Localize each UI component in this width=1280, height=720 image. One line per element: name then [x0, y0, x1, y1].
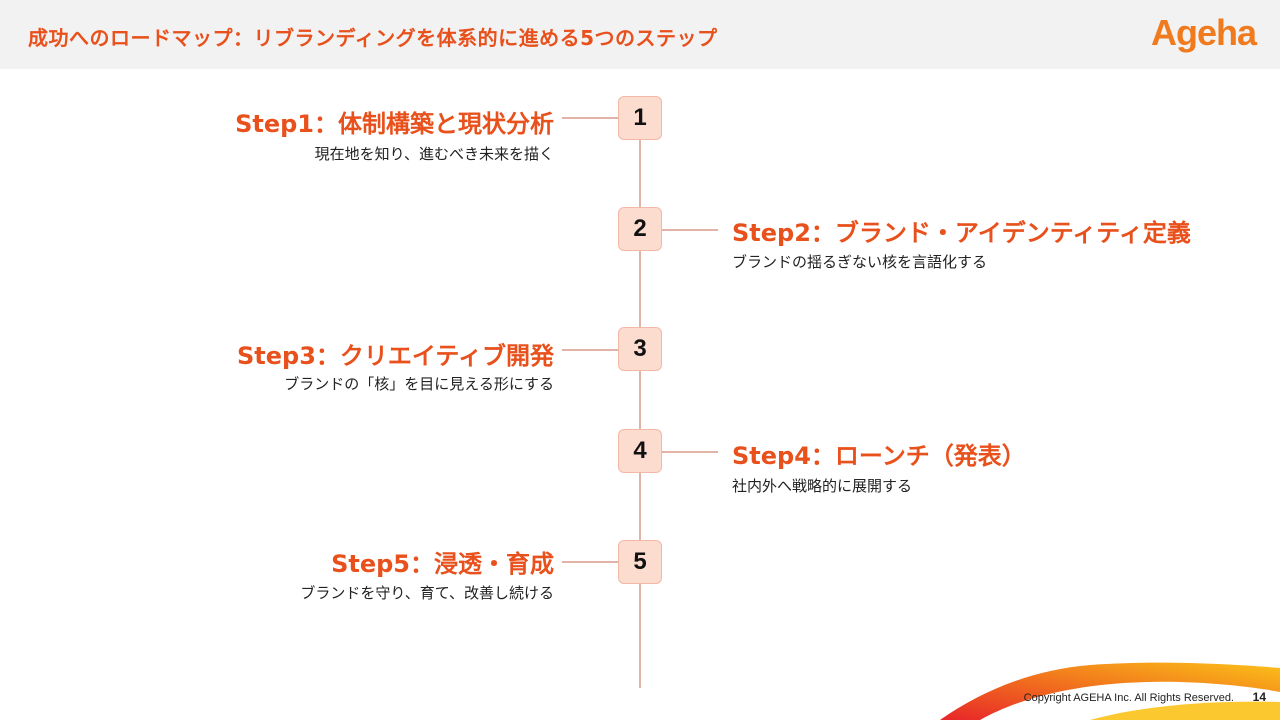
step3-desc: ブランドの「核」を目に見える形にする — [284, 375, 554, 393]
step4-title: Step4：ローンチ（発表） — [732, 442, 1026, 470]
step4-desc: 社内外へ戦略的に展開する — [732, 477, 913, 495]
step2-node: 2 — [618, 207, 662, 251]
step4-connector — [662, 451, 718, 453]
step3-title: Step3：クリエイティブ開発 — [237, 342, 554, 370]
page-number: 14 — [1252, 690, 1266, 704]
step5-node: 5 — [618, 540, 662, 584]
step5-title: Step5：浸透・育成 — [331, 550, 554, 578]
step2-title: Step2：ブランド・アイデンティティ定義 — [732, 219, 1191, 247]
step5-desc: ブランドを守り、育て、改善し続ける — [300, 584, 554, 602]
step3-connector — [562, 349, 618, 351]
copyright-text: Copyright AGEHA Inc. All Rights Reserved… — [1023, 692, 1234, 704]
step3-node: 3 — [618, 327, 662, 371]
timeline-line — [639, 118, 641, 688]
step1-node: 1 — [618, 96, 662, 140]
ageha-logo: Ageha — [1150, 12, 1257, 53]
step2-desc: ブランドの揺るぎない核を言語化する — [732, 253, 988, 271]
step1-connector — [562, 117, 618, 119]
step1-title: Step1：体制構築と現状分析 — [235, 110, 554, 138]
step1-desc: 現在地を知り、進むべき未来を描く — [314, 145, 554, 163]
step5-connector — [562, 561, 618, 563]
step2-connector — [662, 229, 718, 231]
step4-node: 4 — [618, 429, 662, 473]
footer-swoosh-decoration — [940, 662, 1280, 720]
header-bar: 成功へのロードマップ：リブランディングを体系的に進める5つのステップ Ageha — [0, 0, 1280, 69]
page-title: 成功へのロードマップ：リブランディングを体系的に進める5つのステップ — [28, 26, 718, 50]
